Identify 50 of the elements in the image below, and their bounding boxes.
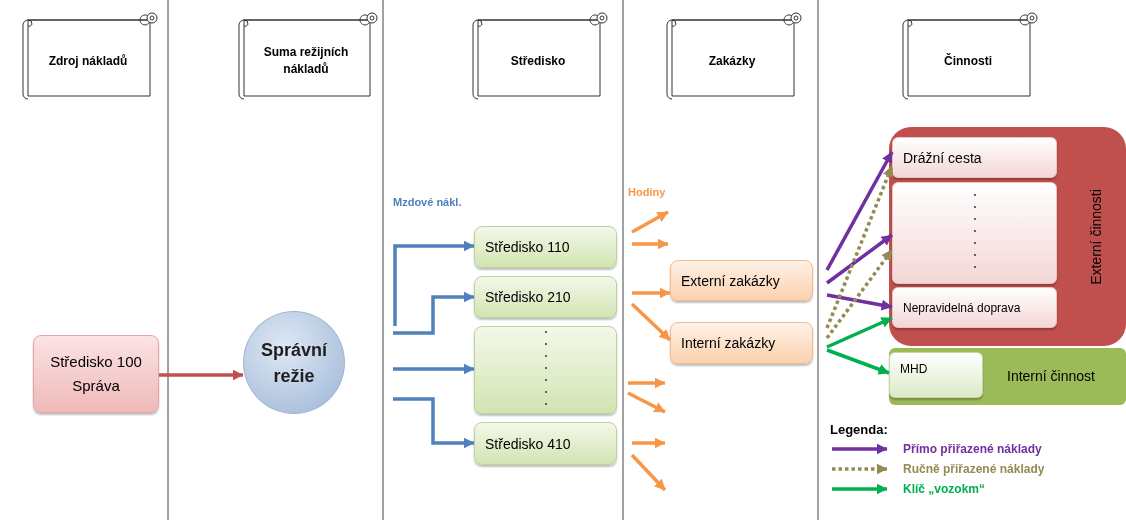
- column-heading: Suma režijních nákladů: [262, 44, 350, 78]
- arrow: [393, 363, 475, 375]
- arrow: [393, 397, 475, 449]
- arrow: [826, 293, 893, 311]
- node-label: Středisko 210: [485, 289, 571, 305]
- node-label: MHD: [900, 362, 928, 376]
- arrow: [825, 233, 894, 285]
- group-panel: [889, 127, 1126, 346]
- column-heading: Zakázky: [708, 52, 756, 70]
- group-panel: [889, 348, 1126, 405]
- arrow: [825, 151, 894, 271]
- node-label: Externí zakázky: [681, 272, 780, 289]
- node-label: Středisko 100 Správa: [49, 352, 143, 396]
- legend-label: Přímo přiřazené náklady: [903, 442, 1042, 456]
- flow-label: Hodiny: [628, 186, 666, 198]
- arrow: [826, 348, 890, 375]
- column-heading: Zdroj nákladů: [48, 52, 128, 70]
- legend-label: Ručně přiřazené náklady: [903, 462, 1045, 476]
- process-box: [670, 322, 813, 364]
- process-box: [474, 326, 617, 414]
- arrow: [825, 248, 894, 340]
- arrow: [825, 165, 894, 329]
- column-heading: Středisko: [510, 52, 566, 70]
- process-box: [474, 226, 617, 268]
- process-box: [474, 276, 617, 318]
- arrow: [632, 287, 671, 299]
- legend-label: Klíč „vozokm“: [903, 482, 986, 496]
- arrow: [630, 302, 672, 342]
- process-box: [33, 335, 159, 413]
- process-box: [889, 352, 983, 398]
- flow-label: Mzdové nákl.: [393, 196, 462, 208]
- arrow: [826, 316, 893, 349]
- arrow: [159, 369, 244, 381]
- legend-title: Legenda:: [830, 422, 888, 437]
- process-box: [892, 137, 1057, 178]
- node-label: Interní zakázky: [681, 335, 776, 351]
- group-label: Interní činnost: [1007, 368, 1095, 384]
- column-heading: Činnosti: [944, 52, 992, 70]
- node-label: Středisko 410: [485, 435, 571, 452]
- node-label: Středisko 110: [485, 239, 570, 255]
- process-box: [892, 182, 1057, 284]
- group-label: Externí činnosti: [1088, 189, 1104, 285]
- node-label: Nepravidelná doprava: [903, 300, 1021, 315]
- process-box: [670, 260, 813, 301]
- process-box: [892, 287, 1057, 328]
- arrow: [393, 291, 475, 335]
- node-label: Drážní cesta: [903, 149, 982, 166]
- arrow: [393, 240, 475, 326]
- process-box: [474, 422, 617, 465]
- node-label: Správní režie: [260, 338, 329, 388]
